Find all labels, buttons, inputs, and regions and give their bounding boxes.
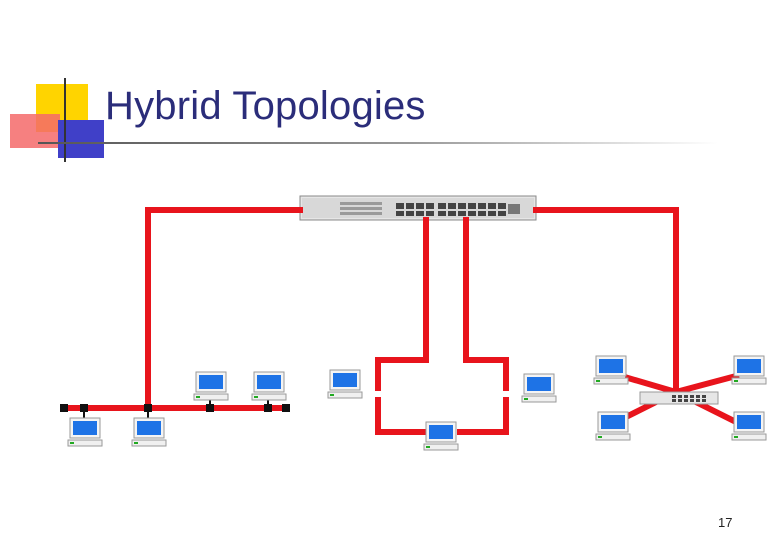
bus-terminators xyxy=(60,404,290,412)
star-computer-icon xyxy=(731,411,767,441)
page-number: 17 xyxy=(718,515,733,530)
ring-computer-icon xyxy=(521,373,557,403)
title-underline xyxy=(38,142,718,144)
star-computer-icon xyxy=(595,411,631,441)
cables xyxy=(61,207,741,435)
deco-vertical-line xyxy=(64,78,66,162)
main-switch-icon xyxy=(299,195,537,221)
ring-computer-icon xyxy=(423,421,459,451)
star-computer-icon xyxy=(731,355,767,385)
slide-title: Hybrid Topologies xyxy=(105,84,426,128)
bus-computer-icon xyxy=(251,371,287,401)
star-computer-icon xyxy=(593,355,629,385)
ring-computer-icon xyxy=(327,369,363,399)
bus-computer-icon xyxy=(67,417,103,447)
bus-computer-icon xyxy=(193,371,229,401)
bus-computer-icon xyxy=(131,417,167,447)
star-hub-icon xyxy=(639,391,719,405)
